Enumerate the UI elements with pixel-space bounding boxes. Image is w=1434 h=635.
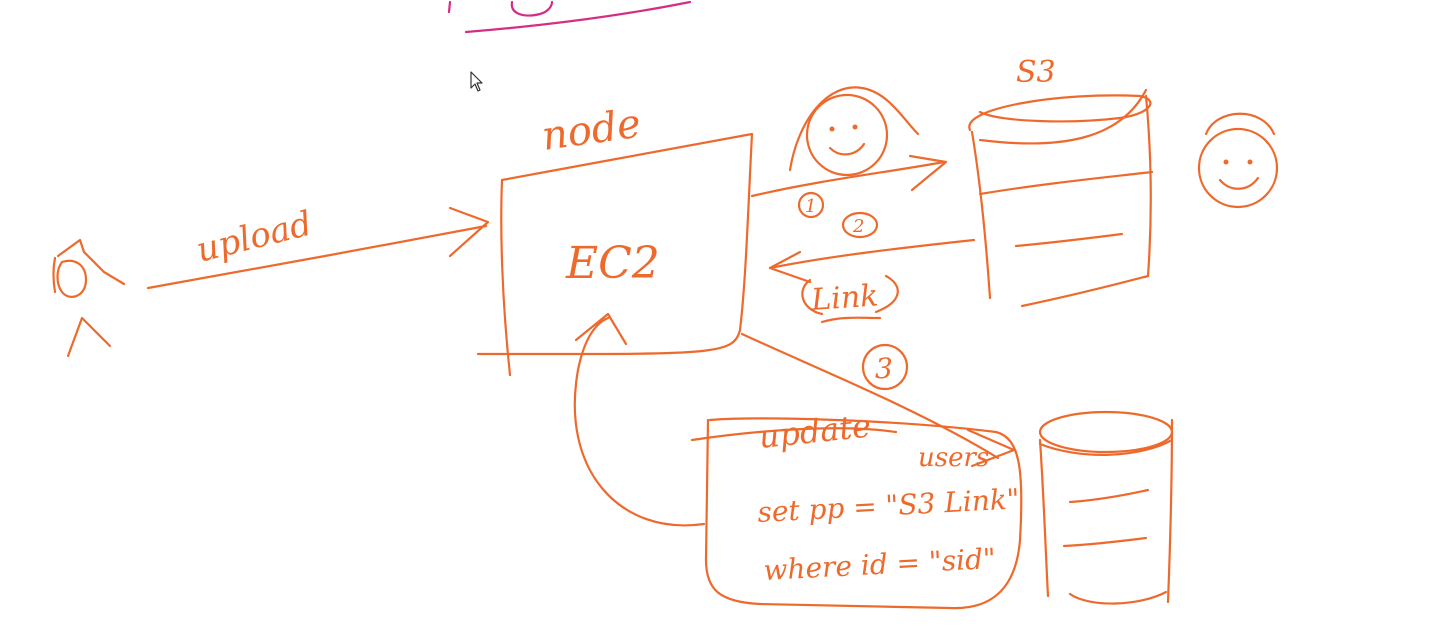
return-link-arrow [768, 238, 976, 324]
link-label: Link [809, 278, 879, 318]
step-2-badge: 2 [841, 211, 879, 239]
top-partial-sketch [447, 0, 692, 34]
step-3-badge: 3 [861, 343, 909, 391]
s3-label: S3 [1016, 55, 1056, 90]
mouse-pointer-icon [470, 71, 483, 92]
ec2-box [476, 132, 754, 377]
upload-arrow [146, 206, 490, 290]
stick-figure-icon [52, 238, 126, 358]
ec2-label: EC2 [565, 238, 660, 289]
step-1-badge: 1 [797, 191, 825, 219]
callback-arrow [573, 312, 706, 527]
user-face-icon [1197, 112, 1279, 209]
node-label: node [539, 101, 644, 160]
arrow-to-s3 [750, 154, 948, 198]
smiley-face-icon [788, 86, 920, 177]
s3-cylinder-icon [968, 88, 1154, 308]
svg-text:3: 3 [875, 352, 893, 385]
query-update: update [757, 406, 873, 456]
database-cylinder-icon [1038, 410, 1174, 605]
query-users: users [918, 443, 989, 473]
query-where: where id = "sid" [763, 542, 997, 587]
svg-text:2: 2 [852, 216, 864, 237]
query-set: set pp = "S3 Link" [757, 482, 1021, 529]
svg-text:1: 1 [805, 196, 816, 217]
query-box [690, 417, 1023, 610]
